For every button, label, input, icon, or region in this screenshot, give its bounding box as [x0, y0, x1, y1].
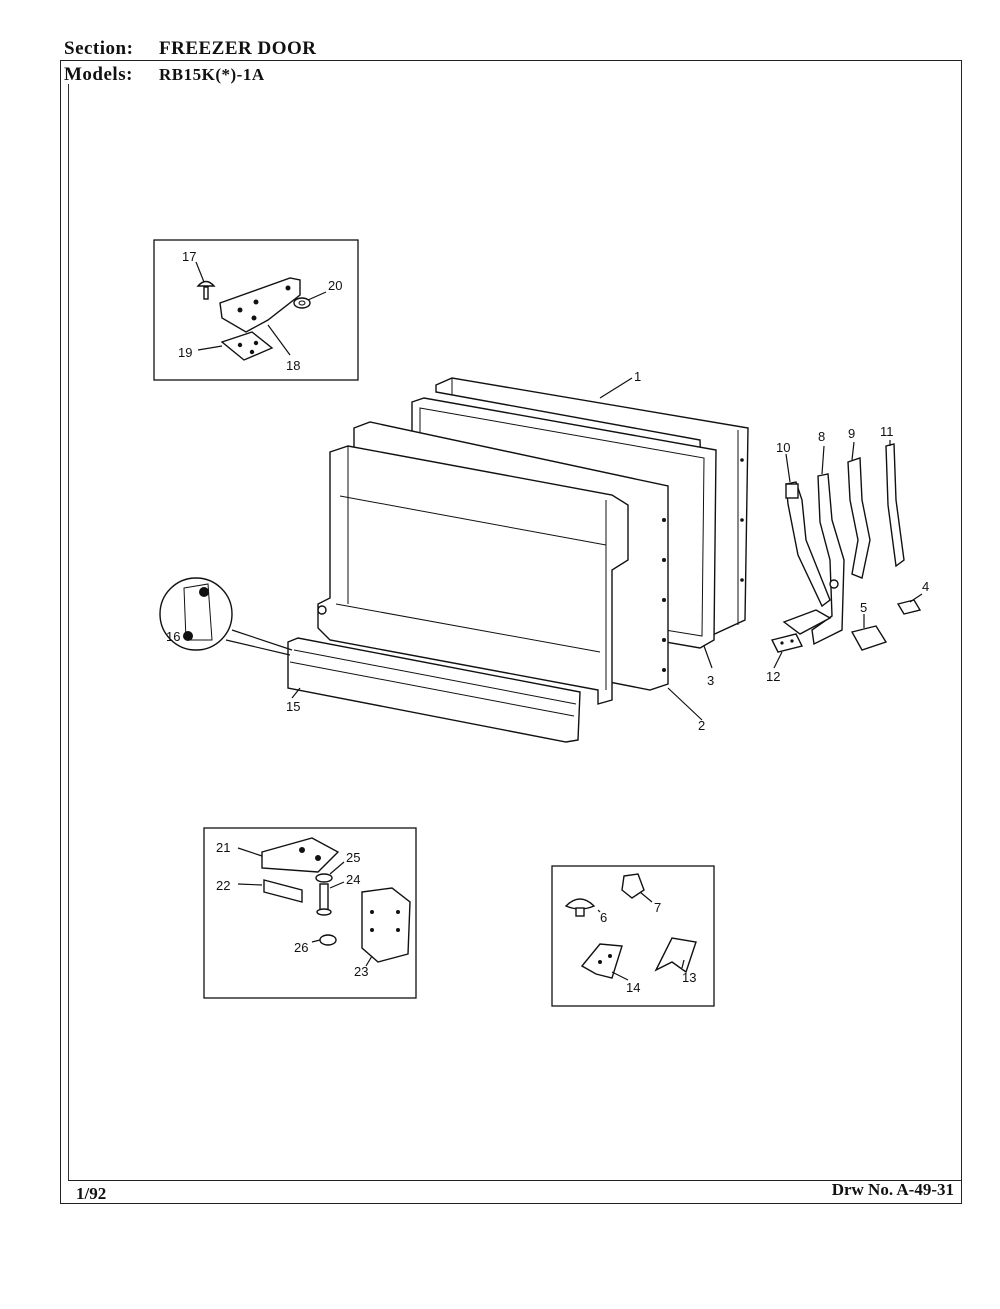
- callout-8: 8: [818, 429, 825, 444]
- hinge-shim: [220, 331, 274, 361]
- hinge-plate: [219, 277, 301, 333]
- button-plug-icon: [564, 898, 596, 910]
- inset-top-hinge: [153, 239, 359, 381]
- models-value: RB15K(*)-1A: [159, 65, 265, 84]
- inset-box: [551, 865, 715, 1007]
- callout-25: 25: [346, 850, 360, 865]
- callout-20: 20: [328, 278, 342, 293]
- callout-22: 22: [216, 878, 230, 893]
- handle-bracket: [811, 473, 845, 646]
- callout-17: 17: [182, 249, 196, 264]
- callout-10: 10: [776, 440, 790, 455]
- shelf-bracket: [654, 937, 697, 974]
- callout-24: 24: [346, 872, 360, 887]
- callout-7: 7: [654, 900, 661, 915]
- callout-11: 11: [880, 424, 894, 439]
- callout-23: 23: [354, 964, 368, 979]
- models-label: Models:: [64, 64, 133, 85]
- door-outer-panel: [435, 377, 749, 640]
- hinge-mount-plate: [361, 887, 411, 963]
- callout-15: 15: [286, 699, 300, 714]
- callout-6: 6: [600, 910, 607, 925]
- section-label: Section:: [64, 38, 134, 59]
- door-assembly: [159, 377, 749, 743]
- callout-18: 18: [286, 358, 300, 373]
- callout-9: 9: [848, 426, 855, 441]
- handle-cap: [850, 625, 888, 651]
- hinge-pin-icon: [319, 883, 329, 913]
- bracket-shim: [770, 633, 804, 653]
- shelf-front-rail: [287, 637, 581, 743]
- callout-14: 14: [626, 980, 640, 995]
- washer-icon: [315, 873, 333, 883]
- callout-19: 19: [178, 345, 192, 360]
- frame-inner-rule: [68, 84, 69, 1180]
- section-row: Section: FREEZER DOOR: [64, 38, 317, 60]
- washer-icon: [319, 934, 337, 946]
- handle-trim-insert: [885, 443, 905, 568]
- drawing-number: Drw No. A-49-31: [831, 1180, 954, 1199]
- callout-21: 21: [216, 840, 230, 855]
- callout-3: 3: [707, 673, 714, 688]
- handle-trim: [847, 457, 871, 579]
- inset-box: [153, 239, 359, 381]
- callout-16: 16: [166, 629, 180, 644]
- right-parts: [770, 440, 923, 669]
- callout-1: 1: [634, 369, 641, 384]
- detail-magnifier: [159, 577, 233, 651]
- models-row: Models: RB15K(*)-1A: [64, 64, 265, 86]
- washer-icon: [293, 297, 311, 309]
- shelf-bracket: [580, 943, 623, 979]
- callout-labels: 1 2 3 4 5 6 7 8 9 10 11 12 13 14 15 16 1…: [166, 249, 929, 995]
- inset-bottom-hinge: [203, 827, 417, 999]
- callout-4: 4: [922, 579, 929, 594]
- clip-icon: [621, 873, 645, 899]
- inset-box: [203, 827, 417, 999]
- footer-rule: [68, 1180, 962, 1181]
- callout-12: 12: [766, 669, 780, 684]
- callout-5: 5: [860, 600, 867, 615]
- lower-hinge: [261, 837, 340, 873]
- screw-icon: [196, 280, 216, 300]
- handle-end-cap: [896, 599, 922, 615]
- revision-date: 1/92: [76, 1184, 107, 1203]
- callout-13: 13: [682, 970, 696, 985]
- page-frame: [60, 60, 962, 1204]
- lower-hinge-shim: [263, 879, 303, 903]
- callout-26: 26: [294, 940, 308, 955]
- callout-2: 2: [698, 718, 705, 733]
- section-title: FREEZER DOOR: [159, 38, 317, 59]
- inset-bottom-fasteners: [551, 865, 715, 1007]
